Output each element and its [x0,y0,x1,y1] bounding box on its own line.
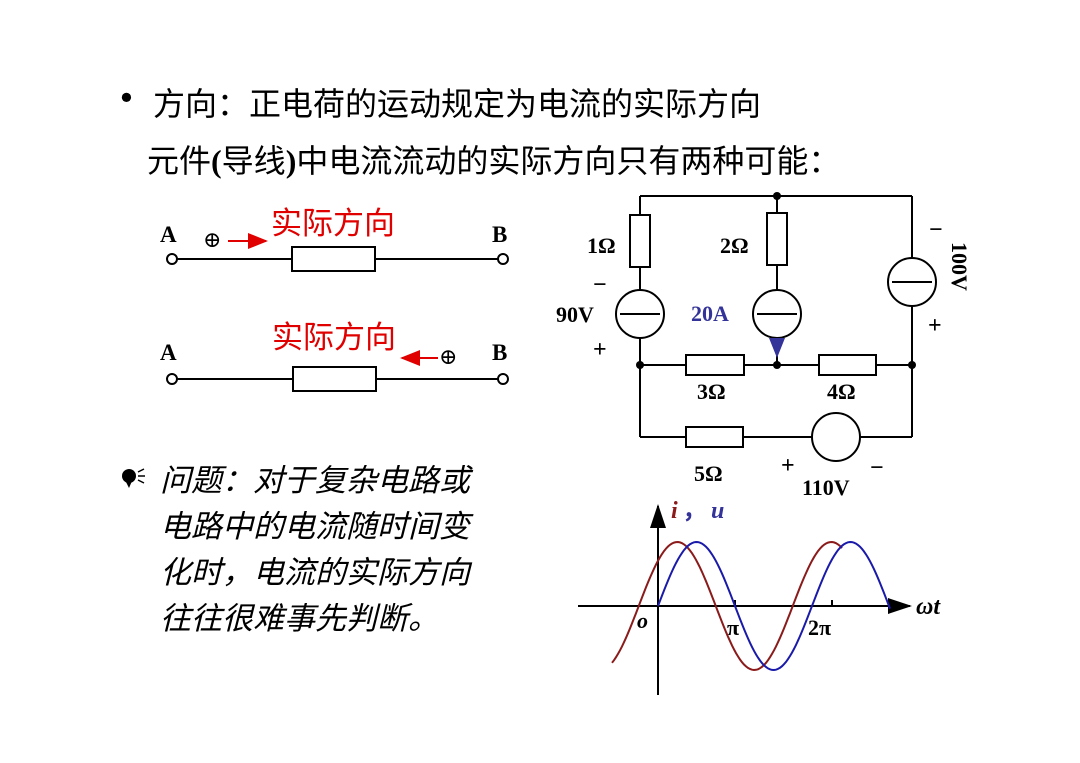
terminal-dot-a-1 [166,253,178,265]
node-top [773,192,781,200]
terminal-a-2: A [160,340,177,365]
circuit-diagram [615,195,937,462]
i20-label: 20A [691,301,729,326]
v110-plus: + [781,453,795,479]
node-right [908,361,916,369]
v100-plus: + [928,313,942,339]
two-possibilities-line: 元件(导线)中电流流动的实际方向只有两种可能： [147,136,840,182]
direction-definition: 方向：正电荷的运动规定为电流的实际方向 [153,85,762,123]
paren-close: ) [285,143,297,179]
positive-charge-icon-1: ⊕ [203,228,222,253]
terminal-dot-b-2 [497,373,509,385]
voltage-waveform [657,540,891,672]
actual-direction-label-2: 实际方向 [272,320,396,356]
v110-minus: − [870,455,884,481]
question-line: 化时，电流的实际方向 [160,555,470,591]
line2-part-e: 中电流流动的实际方向只有两种可能： [296,142,841,180]
terminal-a-1: A [160,222,177,247]
r2-label: 2Ω [720,233,749,258]
terminal-b-2: B [492,340,508,365]
question-line: 电路中的电流随时间变 [160,509,470,545]
line2-part-c: 导线 [221,142,286,180]
terminal-dot-b-1 [497,253,509,265]
actual-direction-label-1: 实际方向 [271,206,395,242]
v90-label: 90V [556,302,594,327]
r4-label: 4Ω [827,379,856,404]
paren-open: ( [211,143,222,179]
xlabel-omega-t: ωt [916,594,941,620]
terminal-dot-a-2 [166,373,178,385]
pi-label: π [727,615,739,640]
bullet: • [117,79,136,117]
node-middle [773,361,781,369]
current-waveform [611,540,843,672]
v110-label: 110V [802,475,850,500]
question-line: 往往很难事先判断。 [160,601,439,637]
question-text: 问题：对于复杂电路或 电路中的电流随时间变 化时，电流的实际方向 往往很难事先判… [160,458,470,642]
direction-diagram-2 [166,350,509,392]
v100-minus: − [929,217,943,243]
v90-plus: + [593,337,607,363]
v90-minus: − [593,272,607,298]
origin-label: o [637,608,648,633]
terminal-b-1: B [492,222,508,247]
ylabel-u: u [711,498,724,524]
ylabel-i: i [671,498,678,524]
r5-label: 5Ω [694,461,723,486]
two-pi-label: 2π [808,615,831,640]
r1-label: 1Ω [587,233,616,258]
ylabel-separator: ， [683,498,707,524]
v100-label: 100V [947,242,972,291]
r3-label: 3Ω [697,379,726,404]
direction-diagram-1 [166,233,509,272]
waveform-axes [578,504,912,695]
line2-part-a: 元件 [147,142,212,180]
speaker-icon [120,466,148,490]
node-left [636,361,644,369]
positive-charge-icon-2: ⊕ [439,345,458,370]
question-line: 问题：对于复杂电路或 [160,463,470,499]
